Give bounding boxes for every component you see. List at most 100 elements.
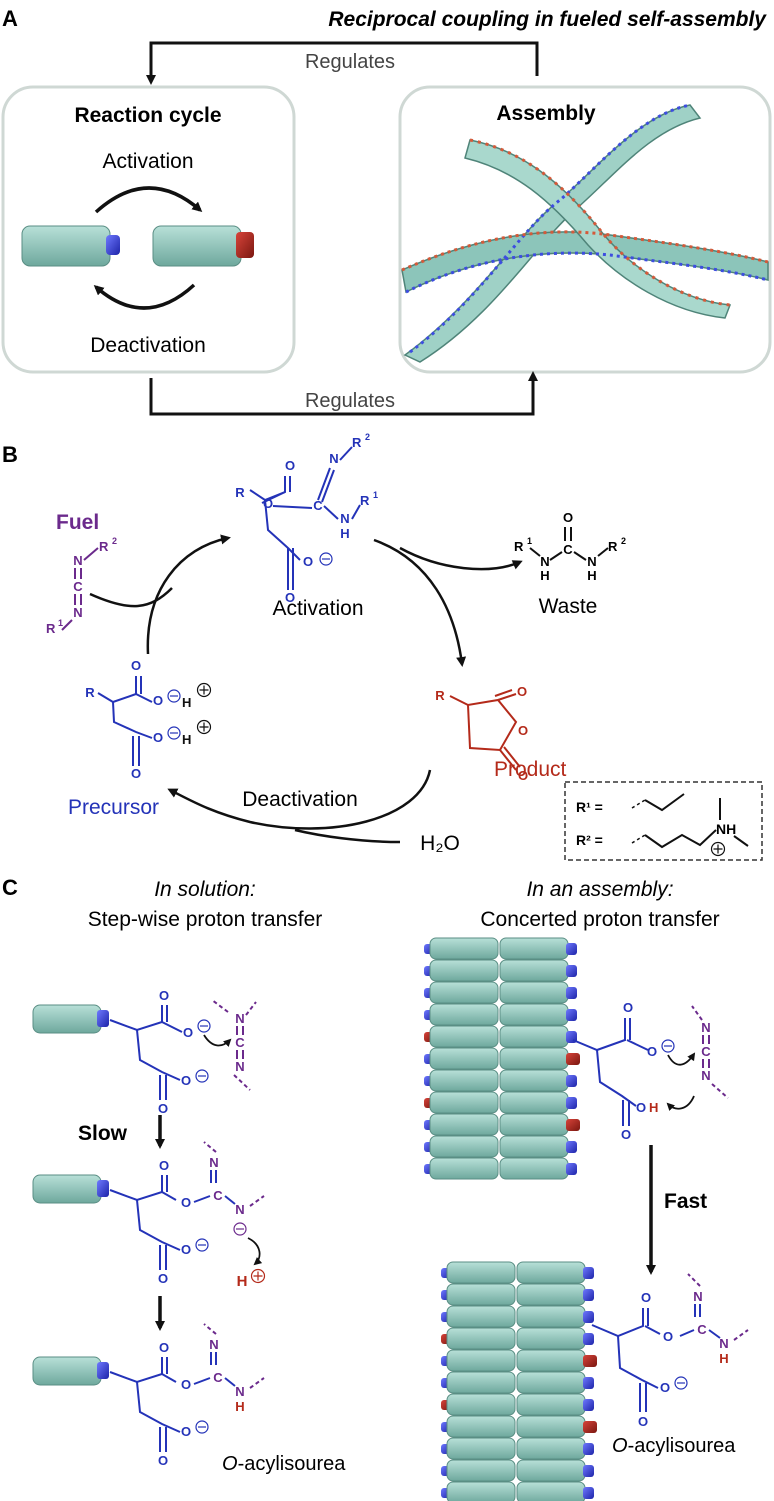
svg-text:O: O: [518, 768, 528, 783]
precursor-structure: O R O H O H O: [85, 658, 212, 781]
svg-text:2: 2: [365, 432, 370, 442]
assembly-block: [429, 1003, 499, 1026]
fuel-in-arrow: [89, 587, 173, 608]
left-block-2: [32, 1174, 109, 1204]
fast-label: Fast: [664, 1190, 707, 1213]
svg-text:N: N: [235, 1202, 244, 1217]
svg-text:H: H: [587, 568, 596, 583]
svg-text:C: C: [563, 542, 573, 557]
panel-a-letter: A: [2, 6, 18, 31]
svg-text:N: N: [329, 451, 338, 466]
assembly-block: [499, 1091, 569, 1114]
assembly-block: [446, 1437, 516, 1460]
activated-block-a: [152, 225, 254, 267]
svg-text:N: N: [587, 554, 596, 569]
left-heading-2: Step-wise proton transfer: [88, 908, 323, 931]
svg-text:N: N: [235, 1059, 244, 1074]
svg-text:N: N: [209, 1155, 218, 1170]
assembly-block: [516, 1349, 586, 1372]
precursor-label: Precursor: [68, 796, 159, 819]
assembly-block: [499, 981, 569, 1004]
assembly-block: [499, 1025, 569, 1048]
svg-text:O: O: [518, 723, 528, 738]
block-cap: [583, 1465, 594, 1477]
svg-text:O: O: [641, 1290, 651, 1305]
svg-text:N: N: [73, 605, 82, 620]
fuel-label: Fuel: [56, 511, 99, 534]
assembly-block: [516, 1415, 586, 1438]
waste-label: Waste: [539, 595, 598, 618]
svg-text:R: R: [352, 435, 362, 450]
svg-text:O: O: [131, 658, 141, 673]
waste-arrow: [399, 546, 523, 571]
assembly-block: [429, 1047, 499, 1070]
svg-text:O: O: [181, 1195, 191, 1210]
svg-text:O: O: [621, 1127, 631, 1142]
svg-text:O: O: [263, 496, 273, 511]
regulates-top-arrow: [146, 41, 539, 85]
svg-text:O: O: [181, 1377, 191, 1392]
precursor-block-a: [21, 225, 120, 267]
deactivation-arrow-a: [93, 283, 196, 310]
svg-text:H: H: [237, 1273, 248, 1290]
left-block-1: [32, 1004, 109, 1034]
deactivation-label-a: Deactivation: [90, 334, 206, 357]
block-cap: [583, 1443, 594, 1455]
svg-text:1: 1: [527, 536, 532, 546]
svg-text:O: O: [158, 1271, 168, 1286]
left-block-3: [32, 1356, 109, 1386]
svg-text:R: R: [235, 485, 245, 500]
to-product-arrow: [373, 538, 467, 667]
product-label-left: O-acylisourea: [222, 1453, 346, 1475]
svg-text:N: N: [235, 1384, 244, 1399]
substituent-legend: R¹ = R² = NH: [564, 781, 763, 861]
svg-text:R: R: [360, 493, 370, 508]
block-cap: [566, 1163, 577, 1175]
block-cap: [583, 1421, 597, 1433]
svg-text:O: O: [159, 988, 169, 1003]
product-structure: O R O O: [435, 684, 528, 783]
svg-text:C: C: [697, 1322, 707, 1337]
block-cap: [583, 1289, 594, 1301]
assembly-block: [429, 1025, 499, 1048]
assembly-block: [516, 1283, 586, 1306]
svg-text:R: R: [85, 685, 95, 700]
block-cap: [566, 1141, 577, 1153]
svg-text:O: O: [183, 1025, 193, 1040]
assembly-box: [398, 85, 772, 374]
assembly-block: [429, 1135, 499, 1158]
assembly-block: [516, 1481, 586, 1501]
svg-text:C: C: [73, 579, 83, 594]
assembly-block: [516, 1261, 586, 1284]
svg-text:O: O: [660, 1380, 670, 1395]
panel-c-letter: C: [2, 875, 18, 900]
svg-text:C: C: [313, 498, 323, 513]
svg-text:O: O: [159, 1340, 169, 1355]
block-cap: [566, 987, 577, 999]
assembly-block: [446, 1261, 516, 1284]
block-cap: [583, 1399, 594, 1411]
regulates-bottom-arrow: [149, 371, 538, 416]
svg-text:O: O: [158, 1101, 168, 1116]
svg-text:O: O: [158, 1453, 168, 1468]
svg-text:N: N: [209, 1337, 218, 1352]
activation-label-a: Activation: [102, 150, 193, 173]
svg-text:O: O: [638, 1414, 648, 1429]
svg-text:O: O: [181, 1424, 191, 1439]
water-in-arrow: [294, 828, 401, 844]
left-structure-3: O O C N N H O O: [109, 1323, 265, 1468]
activation-label-b: Activation: [272, 597, 363, 620]
activation-arrow-a: [94, 186, 203, 214]
assembly-block: [499, 959, 569, 982]
assembly-block: [499, 1003, 569, 1026]
svg-text:O: O: [285, 458, 295, 473]
svg-text:N: N: [340, 511, 349, 526]
left-structure-1: O O O O N C N: [109, 988, 257, 1116]
deactivation-arrow-b: [167, 769, 432, 830]
assembly-block: [446, 1327, 516, 1350]
panel-c: C In solution: Step-wise proton transfer…: [2, 875, 749, 1501]
assembly-block: [499, 1113, 569, 1136]
